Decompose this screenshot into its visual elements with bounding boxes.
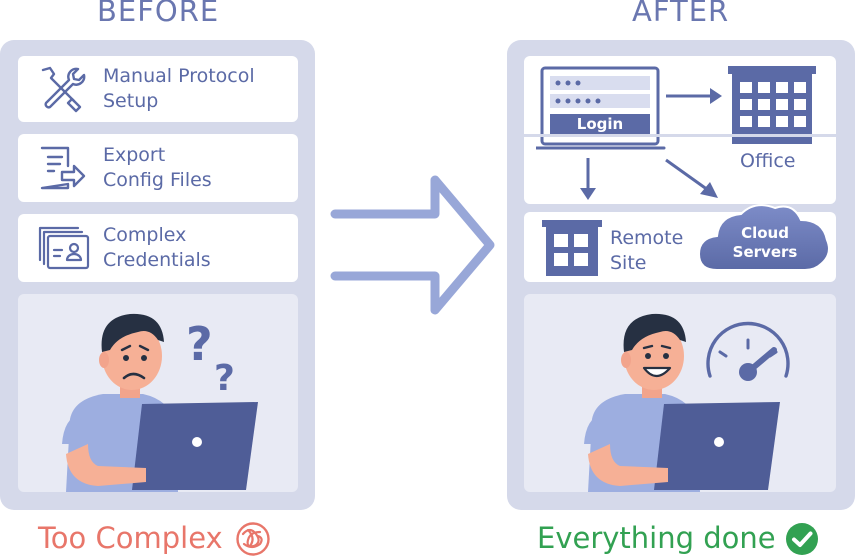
question-mark-icon: ? (214, 358, 235, 399)
arrow-diagonal-icon (665, 158, 718, 198)
card-complex-credentials: Complex Credentials (18, 214, 298, 282)
cloud-label: Cloud Servers (725, 224, 805, 262)
speedometer-icon (706, 321, 790, 381)
remote-site-building-icon (542, 220, 602, 276)
card-divider (524, 134, 836, 137)
after-panel: Login Office (507, 40, 855, 510)
check-circle-icon (786, 523, 818, 555)
arrow-right-icon (666, 88, 722, 104)
cloud-icon (697, 204, 830, 271)
transition-arrow-icon (330, 175, 495, 315)
card-manual-protocol: Manual Protocol Setup (18, 56, 298, 122)
login-window-icon (536, 66, 666, 150)
before-panel: Manual Protocol Setup Export Config File… (0, 40, 315, 510)
tools-icon (41, 66, 86, 113)
happy-person-illustration (584, 313, 790, 492)
network-top-card: Login Office (524, 56, 836, 204)
cloud-label-line: Servers (732, 243, 798, 261)
after-footer-text: Everything done (537, 521, 776, 555)
credentials-icon (38, 226, 90, 270)
before-footer-text: Too Complex (38, 521, 223, 555)
happy-user-scene (524, 294, 836, 492)
card-label: Export Config Files (103, 144, 212, 191)
card-label: Manual Protocol Setup (103, 65, 255, 112)
confused-person-illustration: ? ? (62, 313, 258, 492)
office-label: Office (740, 150, 796, 172)
arrow-down-icon (580, 158, 596, 200)
after-heading: AFTER (632, 0, 730, 28)
export-file-icon (40, 146, 86, 190)
card-export-config: Export Config Files (18, 134, 298, 202)
cloud-label-line: Cloud (741, 224, 789, 242)
login-button-label: Login (576, 115, 624, 133)
tangle-icon (236, 522, 270, 556)
question-mark-icon: ? (186, 317, 213, 371)
remote-site-label: Remote Site (610, 227, 684, 274)
card-label: Complex Credentials (103, 224, 211, 271)
before-heading: BEFORE (97, 0, 220, 28)
office-building-icon (728, 66, 816, 144)
confused-user-scene: ? ? (18, 294, 298, 492)
